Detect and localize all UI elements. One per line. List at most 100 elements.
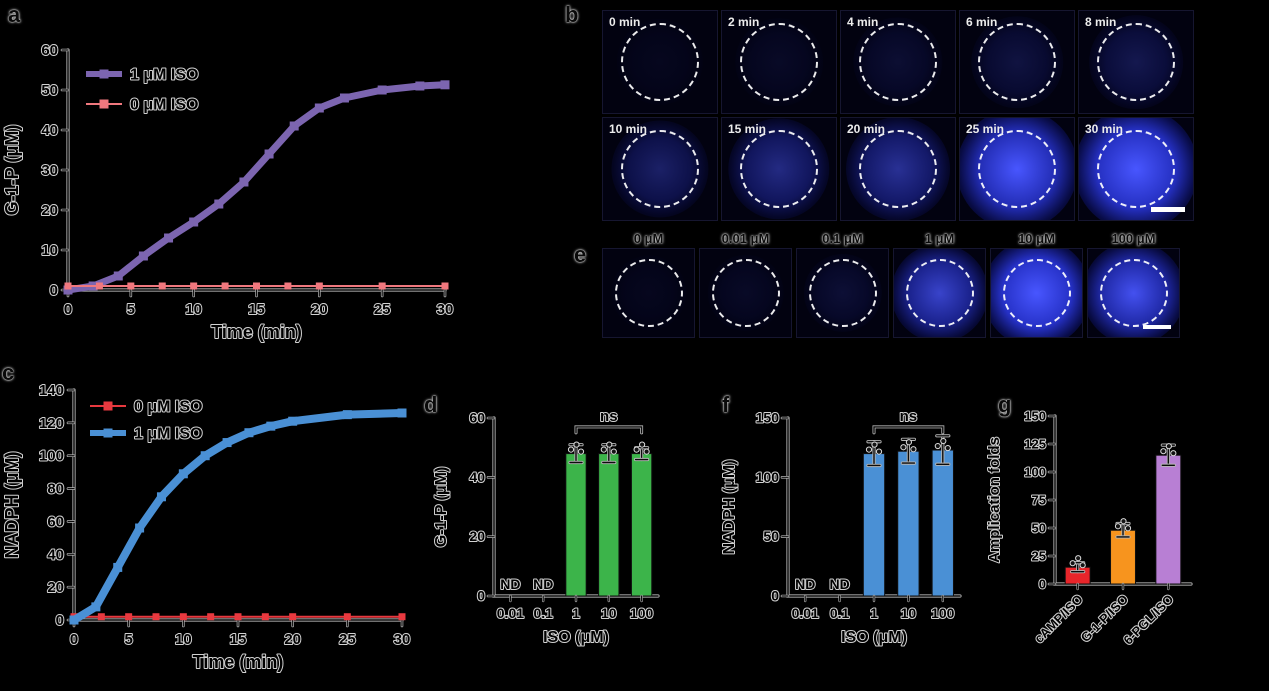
x-tick-label: 100 (630, 605, 654, 621)
legend-label: 1 μM ISO (134, 426, 202, 443)
bar (630, 453, 653, 597)
y-axis-label: NADPH (μM) (721, 459, 738, 554)
axis (73, 389, 403, 621)
scale-bar (1151, 207, 1185, 212)
data-point (865, 446, 873, 453)
legend-label: 0 μM ISO (130, 97, 198, 114)
significance-bracket (575, 426, 643, 434)
y-tick-label: 10 (41, 242, 58, 259)
data-point (1120, 518, 1127, 525)
series-marker (239, 177, 249, 187)
microscopy-tile-1-μM (893, 248, 986, 338)
panel-label-c: c (2, 360, 15, 385)
cell-outline-circle (1097, 130, 1175, 208)
data-point (1079, 562, 1086, 569)
y-tick-label: 80 (47, 481, 64, 498)
x-tick-label: 10 (175, 631, 192, 648)
microscopy-tile-6-min: 6 min (959, 10, 1075, 114)
cell-outline-circle (978, 130, 1056, 208)
tile-time-label: 20 min (847, 122, 886, 136)
data-point (1114, 523, 1122, 530)
series-marker (315, 282, 323, 290)
series-marker (113, 562, 123, 572)
series-marker (97, 613, 105, 621)
tile-dose-label: 0.1 μM (822, 231, 863, 246)
series-marker (69, 615, 79, 625)
panel-label-g: g (998, 392, 1012, 417)
data-point (940, 437, 947, 445)
y-tick-label: 20 (41, 202, 58, 219)
series-marker (113, 271, 123, 281)
microscopy-tile-0-μM (602, 248, 695, 338)
x-tick-label: 1 (870, 605, 878, 621)
series-marker (284, 282, 292, 290)
x-tick-label: 25 (374, 301, 391, 318)
x-tick-label: 20 (284, 631, 301, 648)
cell-outline-circle (1097, 23, 1175, 101)
tile-dose-label: 1 μM (924, 231, 955, 246)
panel-label-d: d (424, 392, 438, 417)
dose-cell: 0.01 μM (699, 231, 792, 338)
x-axis-label: Time (min) (211, 322, 302, 342)
y-tick-label: 0 (477, 588, 485, 604)
x-tick-label: 25 (339, 631, 356, 648)
series-marker (91, 602, 101, 612)
series-marker (234, 613, 242, 621)
x-tick-label: 15 (230, 631, 247, 648)
series-marker (441, 282, 449, 290)
series-marker (156, 492, 166, 502)
tile-time-label: 6 min (966, 15, 998, 29)
cell-outline-circle (808, 259, 877, 327)
y-tick-label: 75 (1032, 493, 1046, 508)
y-tick-label: 100 (756, 469, 780, 485)
data-point (1170, 450, 1177, 457)
nd-label: ND (500, 576, 520, 592)
nd-label: ND (829, 576, 849, 592)
dose-cell: 0 μM (602, 231, 695, 338)
data-point (1069, 560, 1076, 567)
series-marker (189, 217, 199, 227)
dose-cell: 1 μM (893, 231, 986, 338)
data-point (573, 441, 580, 448)
series-marker (289, 613, 297, 621)
tile-time-label: 30 min (1085, 122, 1124, 136)
microscopy-tile-10-μM (990, 248, 1083, 338)
x-tick-label: 5 (127, 301, 135, 318)
chart-g-svg: 0255075100125150cAMP/ISOG-1-P/ISO6-PGL/I… (985, 408, 1193, 649)
x-tick-label: 0.1 (830, 605, 850, 621)
data-point (1075, 555, 1082, 562)
x-tick-label: 0 (70, 631, 78, 648)
tile-time-label: 10 min (609, 122, 648, 136)
tile-dose-label: 100 μM (1111, 231, 1156, 246)
y-tick-label: 0 (50, 282, 58, 299)
series-marker (63, 285, 73, 295)
series-marker (342, 410, 352, 420)
panel-label-e: e (574, 242, 587, 267)
y-tick-label: 50 (1032, 521, 1046, 536)
microscopy-tile-100-μM (1087, 248, 1180, 338)
y-tick-label: 25 (1032, 549, 1046, 564)
bar (1110, 529, 1136, 585)
y-tick-label: 140 (39, 382, 64, 399)
bar (862, 453, 886, 597)
data-point (577, 448, 585, 455)
cell-outline-circle (621, 130, 699, 208)
data-point (606, 441, 613, 448)
series-marker (125, 613, 133, 621)
legend-label: 0 μM ISO (134, 399, 202, 416)
panel-label-b: b (565, 2, 579, 27)
series-line (70, 409, 406, 624)
x-axis-label: ISO (μM) (543, 629, 609, 646)
data-point (934, 442, 941, 450)
microscopy-tile-20-min: 20 min (840, 117, 956, 221)
series-marker (343, 613, 351, 621)
dose-cell: 100 μM (1087, 231, 1180, 338)
data-point (1160, 448, 1167, 455)
series-marker (138, 251, 148, 261)
